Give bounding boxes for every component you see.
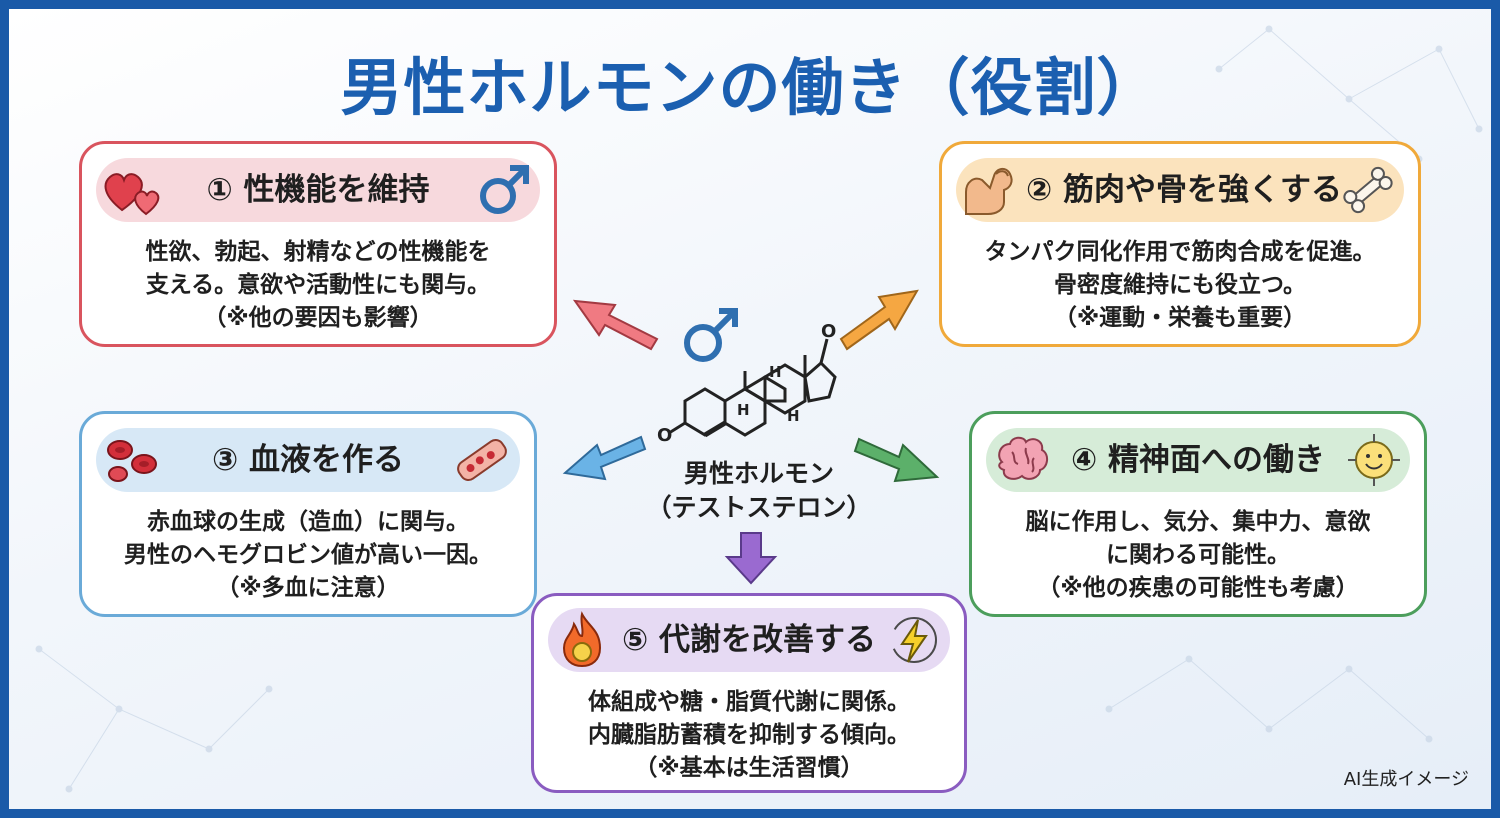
card-body: 性欲、勃起、射精などの性機能を 支える。意欲や活動性にも関与。 （※他の要因も影…: [92, 236, 544, 335]
card-sexual-function: ① 性機能を維持 性欲、勃起、射精などの性機能を 支える。意欲や活動性にも関与。…: [79, 141, 557, 347]
bone-icon: [1343, 166, 1393, 214]
card-line: （※運動・栄養も重要）: [1053, 305, 1307, 331]
center-label-line1: 男性ホルモン: [683, 459, 834, 488]
center-label-line2: （テストステロン）: [646, 493, 872, 522]
card-line: （※他の疾患の可能性も考慮）: [1037, 575, 1359, 601]
blood-cells-icon: [107, 440, 157, 482]
card-body: 体組成や糖・脂質代謝に関係。 内臓脂肪蓄積を抑制する傾向。 （※基本は生活習慣）: [544, 686, 954, 785]
card-line: タンパク同化作用で筋肉合成を促進。: [984, 239, 1376, 265]
lightning-icon: [891, 617, 937, 663]
male-symbol-icon: [480, 165, 529, 214]
page-title: 男性ホルモンの働き（役割）: [340, 51, 1160, 124]
card-heading: ④ 精神面への働き: [1070, 442, 1326, 478]
card-heading: ② 筋肉や骨を強くする: [1025, 172, 1343, 208]
card-blood: ③ 血液を作る 赤血球の生成（造血）に関与。 男性のヘモグロビン値が高い一因。 …: [79, 411, 537, 617]
card-header: ③ 血液を作る: [96, 428, 520, 492]
card-body: タンパク同化作用で筋肉合成を促進。 骨密度維持にも役立つ。 （※運動・栄養も重要…: [952, 236, 1408, 335]
card-header: ④ 精神面への働き: [986, 428, 1410, 492]
brain-icon: [998, 436, 1048, 480]
card-heading: ① 性機能を維持: [206, 172, 430, 208]
blood-vessel-icon: [457, 439, 507, 481]
card-metabolism: ⑤ 代謝を改善する 体組成や糖・脂質代謝に関係。 内臓脂肪蓄積を抑制する傾向。 …: [531, 593, 967, 793]
card-line: 内臓脂肪蓄積を抑制する傾向。: [588, 722, 910, 748]
center-label: 男性ホルモン （テストステロン）: [629, 457, 889, 525]
card-line: に関わる可能性。: [1106, 542, 1290, 568]
flexed-arm-icon: [965, 168, 1013, 215]
card-line: 性欲、勃起、射精などの性機能を: [145, 239, 491, 265]
card-line: 脳に作用し、気分、集中力、意欲: [1025, 509, 1371, 535]
card-line: （※他の要因も影響）: [203, 305, 433, 331]
background-network: [35, 25, 1483, 793]
card-line: 男性のヘモグロビン値が高い一因。: [124, 542, 492, 568]
card-line: 支える。意欲や活動性にも関与。: [145, 272, 491, 298]
card-line: 体組成や糖・脂質代謝に関係。: [588, 689, 910, 715]
card-body: 脳に作用し、気分、集中力、意欲 に関わる可能性。 （※他の疾患の可能性も考慮）: [982, 506, 1414, 605]
card-line: （※基本は生活習慣）: [634, 755, 864, 781]
smiley-target-icon: [1348, 434, 1400, 486]
ai-generated-note: AI生成イメージ: [1343, 769, 1469, 790]
card-body: 赤血球の生成（造血）に関与。 男性のヘモグロビン値が高い一因。 （※多血に注意）: [92, 506, 524, 605]
card-heading: ③ 血液を作る: [211, 442, 405, 478]
card-muscle-bone: ② 筋肉や骨を強くする タンパク同化作用で筋肉合成を促進。 骨密度維持にも役立つ…: [939, 141, 1421, 347]
card-header: ① 性機能を維持: [96, 158, 540, 222]
card-heading: ⑤ 代謝を改善する: [621, 622, 877, 658]
card-header: ⑤ 代謝を改善する: [548, 608, 950, 672]
flame-icon: [562, 611, 602, 668]
card-line: 骨密度維持にも役立つ。: [1053, 272, 1307, 298]
card-mental: ④ 精神面への働き 脳に作用し、気分、集中力、意欲 に関わる可能性。 （※他の疾…: [969, 411, 1427, 617]
hearts-icon: [104, 173, 160, 216]
card-line: （※多血に注意）: [216, 575, 400, 601]
card-line: 赤血球の生成（造血）に関与。: [147, 509, 469, 535]
card-header: ② 筋肉や骨を強くする: [956, 158, 1404, 222]
